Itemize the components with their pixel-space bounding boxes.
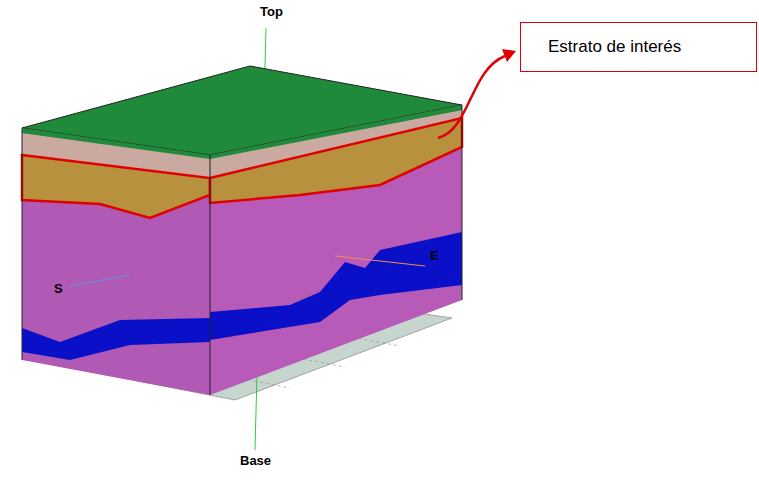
stratum bbox=[22, 155, 210, 218]
axis-label: Top bbox=[260, 4, 283, 19]
section-label: E bbox=[430, 248, 439, 263]
stratum-outline bbox=[22, 155, 210, 218]
purple-layer bbox=[22, 130, 210, 395]
top-layer bbox=[210, 105, 462, 159]
arrow-head bbox=[502, 49, 516, 62]
blue-layer bbox=[210, 232, 462, 340]
section-line bbox=[335, 256, 425, 266]
callout-text: Estrato de interés bbox=[548, 37, 681, 57]
section-label: S bbox=[54, 281, 63, 296]
top-layer bbox=[22, 128, 210, 159]
callout-arrow bbox=[438, 56, 505, 138]
axis-label: Base bbox=[240, 453, 271, 468]
callout-box: Estrato de interés bbox=[520, 22, 757, 72]
blue-layer bbox=[22, 318, 210, 360]
section-line bbox=[70, 275, 130, 286]
block-edges bbox=[22, 105, 462, 395]
